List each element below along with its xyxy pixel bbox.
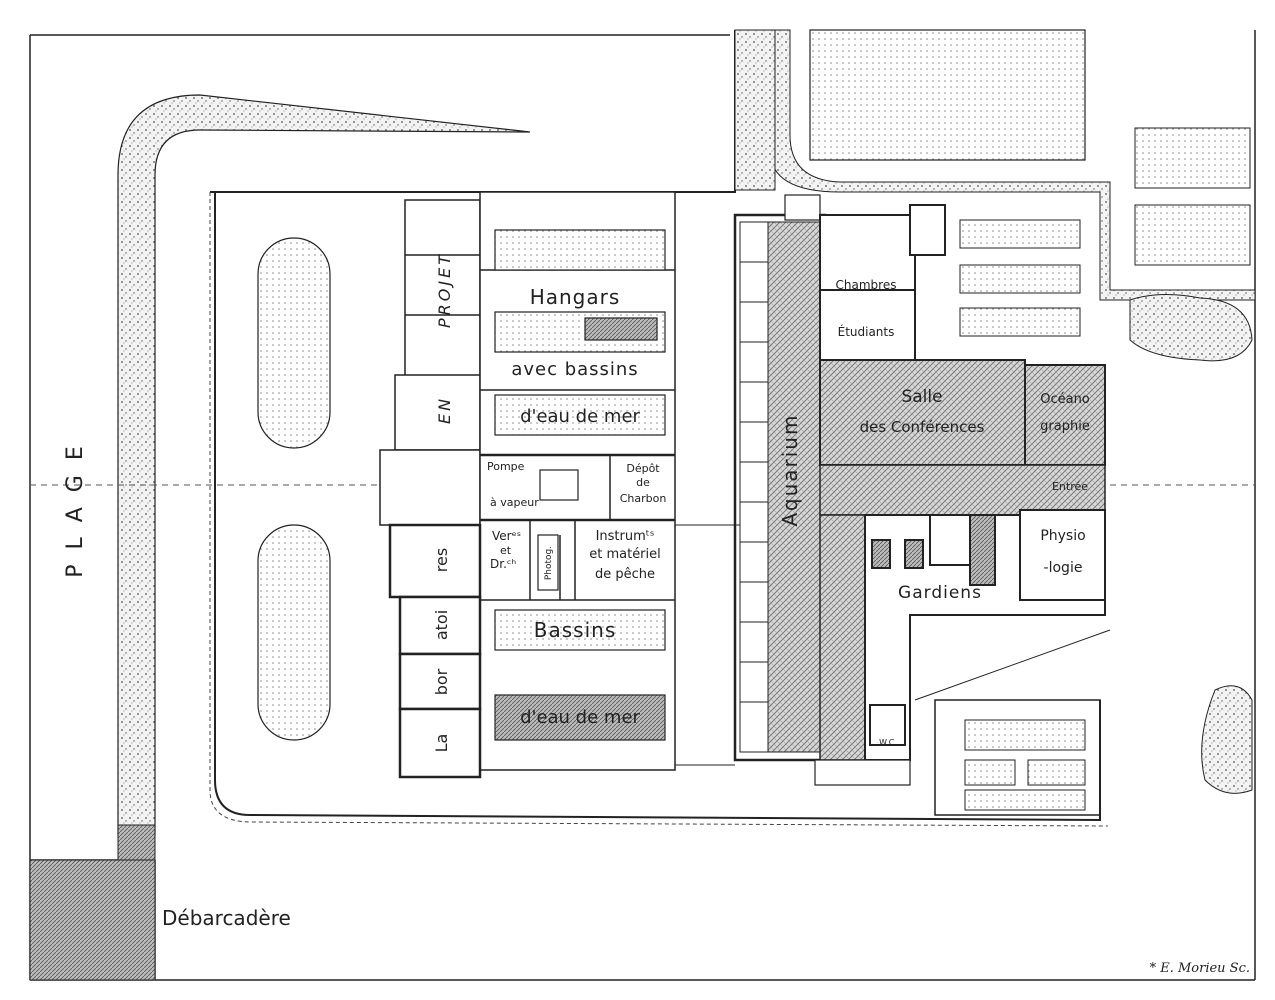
label-ver-1: Verᵉˢ <box>492 529 521 543</box>
label-depot-1: Dépôt <box>626 462 660 475</box>
label-oceano-1: Océano <box>1040 392 1090 407</box>
label-ver-3: Dr.ᶜʰ <box>490 557 516 571</box>
chambres-block <box>819 204 946 361</box>
label-projet: PROJET <box>435 252 454 328</box>
engraver-signature: * E. Morieu Sc. <box>1150 961 1250 976</box>
label-physio-2: -logie <box>1044 560 1083 576</box>
label-lab-2: bor <box>432 668 451 695</box>
label-ver-2: et <box>500 544 512 557</box>
label-en: EN <box>435 396 454 424</box>
label-bassins: Bassins <box>534 618 616 642</box>
oval-bed-top <box>257 237 331 449</box>
label-entree: Entrée <box>1052 480 1088 493</box>
label-eau-de-mer-1: d'eau de mer <box>520 406 640 427</box>
label-pompe-1: Pompe <box>487 460 525 473</box>
label-lab-4: res <box>432 548 451 572</box>
label-photog: Photog. <box>544 546 554 580</box>
gravel-road <box>117 94 531 836</box>
label-aquarium: Aquarium <box>778 414 802 527</box>
label-lab-1: La <box>432 734 451 753</box>
aquarium-tanks <box>740 261 768 703</box>
entree-hall <box>819 464 1106 516</box>
label-etudiants: Étudiants <box>838 324 895 339</box>
label-lab-3: atoi <box>432 610 451 640</box>
label-hangars: Hangars <box>530 285 621 309</box>
label-physio-1: Physio <box>1040 528 1085 544</box>
label-pompe-2: à vapeur <box>490 496 539 509</box>
plot-top-2 <box>1134 127 1251 189</box>
label-depot-2: de <box>636 476 650 489</box>
plot-top-1 <box>809 29 1086 161</box>
label-avec-bassins: avec bassins <box>511 359 638 380</box>
label-gardiens: Gardiens <box>898 583 982 603</box>
salle-conferences <box>819 359 1026 466</box>
label-instrum-1: Instrumᵗˢ <box>596 529 655 544</box>
label-eau-de-mer-2: d'eau de mer <box>520 707 640 728</box>
label-depot-3: Charbon <box>620 492 667 505</box>
basins <box>494 229 666 741</box>
shrubbery <box>1129 293 1253 362</box>
label-salle: Salle <box>901 387 942 407</box>
label-conferences: des Conférences <box>860 418 985 436</box>
label-chambres: Chambres <box>836 278 897 292</box>
label-plage: P L A G E <box>63 442 88 578</box>
oval-bed-bottom <box>257 524 331 741</box>
label-instrum-3: de pêche <box>595 567 655 582</box>
gardiens-block <box>864 509 1106 761</box>
label-debarcadere: Débarcadère <box>162 906 291 930</box>
oceanographie-room <box>1024 364 1106 466</box>
plot-top-3 <box>1134 204 1251 266</box>
label-instrum-2: et matériel <box>589 547 661 562</box>
debarcadere-area <box>29 859 156 981</box>
label-wc: W.C. <box>879 738 897 747</box>
laboratory-block <box>388 523 482 779</box>
label-oceano-2: graphie <box>1040 419 1090 434</box>
projet-block <box>379 199 481 526</box>
